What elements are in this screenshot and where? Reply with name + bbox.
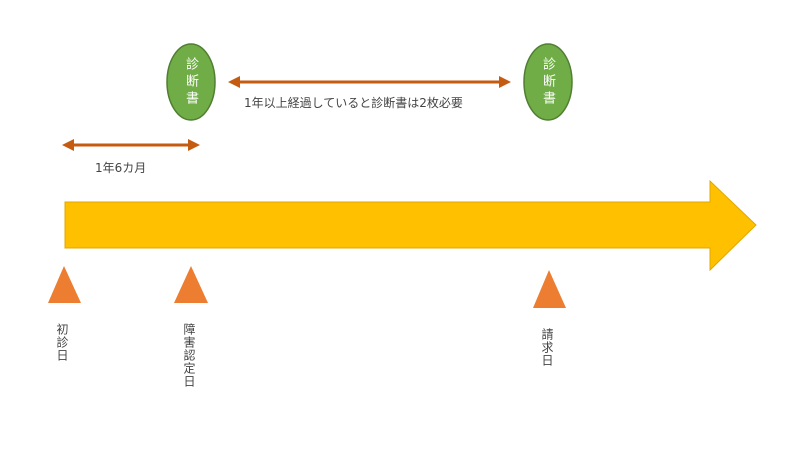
certificate-oval-1 (166, 43, 216, 121)
milestone-label-claim: 請求日 (540, 328, 554, 367)
milestone-triangle-first-visit (48, 266, 81, 303)
short-span-label: 1年6カ月 (95, 161, 147, 175)
milestone-label-recognition: 障害認定日 (182, 323, 196, 388)
timeline-arrow (64, 179, 757, 272)
certificate-label-1: 診断書 (183, 57, 198, 108)
milestone-triangle-recognition (174, 266, 208, 303)
certificate-oval-2 (523, 43, 573, 121)
milestone-label-first-visit: 初診日 (55, 323, 69, 362)
milestone-triangle-claim (533, 270, 566, 308)
long-span-label: 1年以上経過していると診断書は2枚必要 (244, 96, 463, 110)
certificate-label-2: 診断書 (540, 57, 555, 108)
